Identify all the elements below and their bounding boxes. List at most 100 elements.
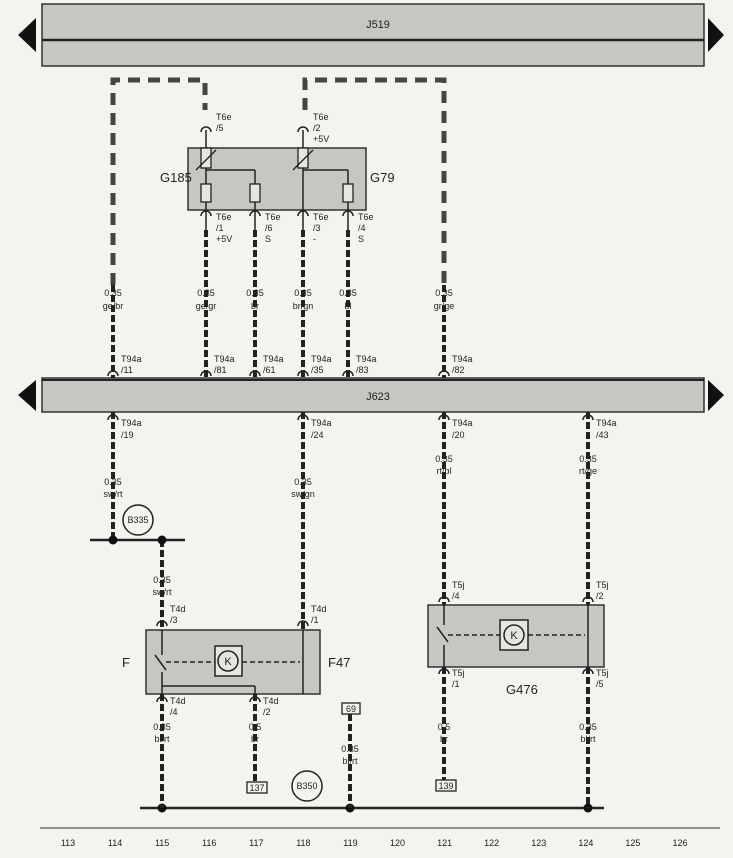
ref-box-137: 137 xyxy=(246,781,268,794)
j623-upper-pin-name: T94a xyxy=(356,354,377,364)
j623-upper-pin-name: T94a xyxy=(311,354,332,364)
switch-connector-pin: /4 xyxy=(452,591,460,601)
j623-upper-pin-number: /82 xyxy=(452,365,465,375)
top-connector-volt: +5V xyxy=(313,134,329,144)
grid-number: 115 xyxy=(155,838,169,848)
svg-text:K: K xyxy=(224,656,232,668)
j623-upper-pin-number: /11 xyxy=(121,365,133,375)
top-connector-name: T6e xyxy=(265,212,281,222)
lower-wires xyxy=(111,412,590,630)
ground-wire-color: bl/rt xyxy=(580,734,596,744)
ground-wires xyxy=(160,667,590,808)
ecu-j623-bar: J623 xyxy=(41,377,705,413)
connector-marker xyxy=(107,414,119,421)
top-connector-pin: /4 xyxy=(358,223,366,233)
j623-upper-pin-number: /83 xyxy=(356,365,369,375)
f47-label: F47 xyxy=(328,655,350,670)
bottom-connector-pin: /5 xyxy=(596,679,604,689)
grid-number: 121 xyxy=(437,838,452,848)
svg-text:139: 139 xyxy=(438,781,453,791)
ref-box-139: 139 xyxy=(435,779,457,792)
j623-lower-pin-name: T94a xyxy=(596,418,617,428)
j623-upper-pin-name: T94a xyxy=(214,354,235,364)
bottom-connector-name: T4d xyxy=(263,696,279,706)
svg-text:K: K xyxy=(510,630,518,642)
grid-number: 122 xyxy=(484,838,499,848)
top-connector-name: T6e xyxy=(358,212,374,222)
connector-marker xyxy=(249,210,261,217)
grid-number: 123 xyxy=(531,838,546,848)
switch-connector-pin: /3 xyxy=(170,615,178,625)
lower-wire-color: sw/rt xyxy=(153,587,172,597)
top-connector-name: T6e xyxy=(313,112,329,122)
grid-number: 126 xyxy=(672,838,687,848)
ref-box-69: 69 xyxy=(341,702,361,715)
upper-wire-color: br/gn xyxy=(293,301,314,311)
connector-marker xyxy=(342,210,354,217)
top-connector-volt: S xyxy=(358,234,364,244)
bottom-connector-name: T4d xyxy=(170,696,186,706)
svg-text:69: 69 xyxy=(346,704,356,714)
bottom-connector-pin: /1 xyxy=(452,679,460,689)
upper-wire-color: br xyxy=(251,301,259,311)
splice-b350: B350 xyxy=(291,770,323,802)
relay-k-icon xyxy=(217,650,239,672)
lower-wire-gauge: 0.35 xyxy=(153,575,171,585)
j623-lower-pin-name: T94a xyxy=(452,418,473,428)
j623-upper-pin-name: T94a xyxy=(452,354,473,364)
connector-marker xyxy=(200,210,212,217)
ground-wire-gauge: 0.5 xyxy=(249,722,262,732)
ground-wire-color: br xyxy=(440,734,448,744)
j623-lower-pin-number: /19 xyxy=(121,430,134,440)
top-connector-pin: /2 xyxy=(313,123,321,133)
ground-wire-color: br xyxy=(251,734,259,744)
top-connector-pin: /6 xyxy=(265,223,273,233)
top-connector-pin: /5 xyxy=(216,123,224,133)
switch-connector-name: T4d xyxy=(311,604,327,614)
upper-wire-gauge: 0.35 xyxy=(246,288,264,298)
upper-wire-gauge: 0.35 xyxy=(104,288,122,298)
j623-lower-pin-number: /24 xyxy=(311,430,324,440)
upper-wire-color: ge/gr xyxy=(196,301,217,311)
upper-wire-gauge: 0.35 xyxy=(197,288,215,298)
bottom-connector-pin: /4 xyxy=(170,707,178,717)
connector-marker xyxy=(438,414,450,421)
ground-wire-color: bl/rt xyxy=(342,756,358,766)
connector-marker xyxy=(438,370,450,377)
lower-wire-gauge: 0.35 xyxy=(294,477,312,487)
connector-marker xyxy=(582,596,594,603)
grid-number: 120 xyxy=(390,838,405,848)
lower-wire-color: sw/rt xyxy=(104,489,123,499)
splice-b335-label: B335 xyxy=(127,515,148,525)
j623-lower-pin-number: /20 xyxy=(452,430,465,440)
splice-b335: B335 xyxy=(122,504,154,536)
j623-lower-pin-name: T94a xyxy=(121,418,142,428)
g476-label: G476 xyxy=(506,682,538,697)
top-connector-pin: /1 xyxy=(216,223,224,233)
grid-number: 113 xyxy=(61,838,75,848)
ecu-j519-label: J519 xyxy=(366,19,390,31)
arrow-right-icon xyxy=(708,380,724,411)
ground-wire-gauge: 0.35 xyxy=(341,744,359,754)
connector-marker xyxy=(297,126,309,133)
j623-upper-pin-number: /35 xyxy=(311,365,324,375)
upper-wire-color: ge/br xyxy=(103,301,124,311)
connector-marker xyxy=(200,370,212,377)
connector-marker xyxy=(249,696,261,703)
top-connector-name: T6e xyxy=(313,212,329,222)
lower-wire-gauge: 0.35 xyxy=(435,454,453,464)
upper-wire-gauge: 0.35 xyxy=(294,288,312,298)
connector-marker xyxy=(297,210,309,217)
j623-upper-pin-name: T94a xyxy=(263,354,284,364)
top-connector-volt: +5V xyxy=(216,234,232,244)
switch-connector-name: T5j xyxy=(452,580,465,590)
connector-marker xyxy=(107,370,119,377)
switch-connector-name: T4d xyxy=(170,604,186,614)
upper-wire-color: gr/ge xyxy=(434,301,455,311)
f-label: F xyxy=(122,655,130,670)
ground-wire-gauge: 0.35 xyxy=(153,722,171,732)
grid-number: 118 xyxy=(296,838,310,848)
ground-wire-color: bl/rt xyxy=(154,734,170,744)
connector-marker xyxy=(297,370,309,377)
